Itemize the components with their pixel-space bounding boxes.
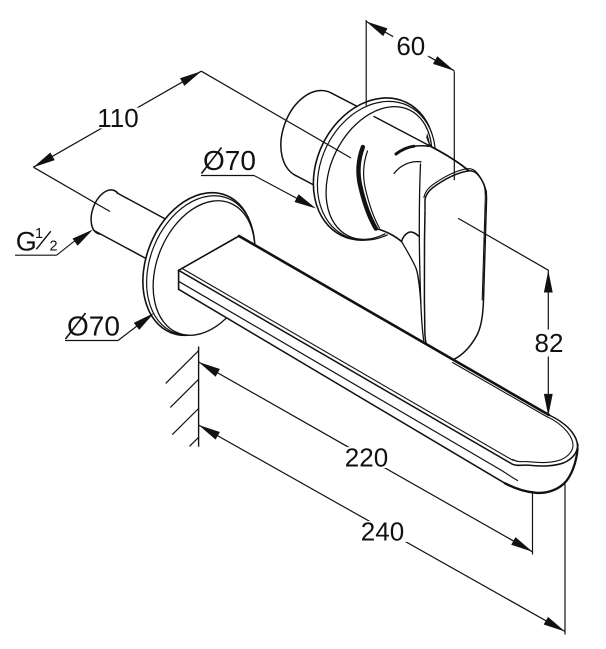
svg-text:82: 82	[535, 328, 564, 358]
svg-text:240: 240	[361, 517, 404, 547]
svg-text:2: 2	[50, 239, 58, 255]
svg-text:110: 110	[97, 103, 138, 133]
svg-text:60: 60	[396, 31, 425, 61]
svg-text:1: 1	[35, 226, 43, 242]
svg-text:G: G	[16, 226, 37, 256]
svg-text:220: 220	[345, 443, 388, 473]
